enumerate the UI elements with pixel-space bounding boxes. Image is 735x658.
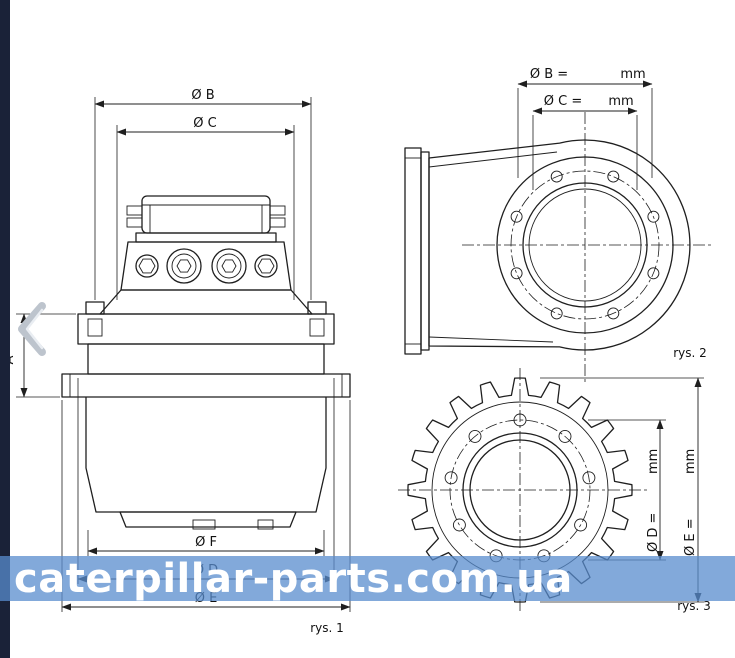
dim-unit-d-mm: mm bbox=[646, 449, 661, 474]
bolt-hole bbox=[647, 210, 660, 223]
bolt-hole bbox=[607, 170, 620, 183]
bolt-hole bbox=[510, 210, 523, 223]
sprocket-bolt-hole bbox=[558, 429, 572, 443]
dim-label-d-eq: Ø D = bbox=[646, 513, 661, 552]
figure-front-view: Ø B Ø C A Ø F Ø D Ø E rys. 1 bbox=[2, 88, 351, 635]
sidebar-strip bbox=[0, 0, 10, 658]
mounting-flange bbox=[404, 147, 422, 355]
dim-label-diameter-f: Ø F bbox=[195, 535, 217, 550]
side-view-outline bbox=[404, 112, 712, 384]
cap-bolt bbox=[269, 217, 286, 228]
dim-label-b-eq: Ø B = bbox=[530, 67, 568, 82]
sprocket-bolt-hole bbox=[582, 471, 596, 485]
flange-tab bbox=[85, 301, 105, 315]
figure2-caption: rys. 2 bbox=[673, 346, 707, 360]
figure1-caption: rys. 1 bbox=[310, 621, 344, 635]
dim-unit-c-mm: mm bbox=[608, 94, 633, 109]
flange-tab bbox=[307, 301, 327, 315]
bolt-hole bbox=[647, 267, 660, 280]
cap-bolt bbox=[126, 217, 143, 228]
sprocket-bolt-hole bbox=[468, 429, 482, 443]
bolt-hole bbox=[550, 170, 563, 183]
figure3-caption: rys. 3 bbox=[677, 599, 711, 613]
dim-unit-b-mm: mm bbox=[620, 67, 645, 82]
chevron-left-icon bbox=[18, 302, 46, 356]
dim-label-c-eq: Ø C = bbox=[544, 94, 582, 109]
front-view-outline bbox=[61, 195, 351, 530]
dim-label-diameter-c: Ø C bbox=[193, 116, 216, 131]
front-view-dimensions: Ø B Ø C A Ø F Ø D Ø E rys. 1 bbox=[2, 88, 351, 635]
dim-label-diameter-b: Ø B bbox=[191, 88, 214, 103]
carousel-prev-button[interactable] bbox=[12, 300, 52, 358]
side-view-dimensions: Ø B = mm Ø C = mm rys. 2 bbox=[517, 67, 707, 360]
bolt-hole bbox=[607, 307, 620, 320]
sprocket-dimensions: mm Ø D = mm Ø E = rys. 3 bbox=[540, 377, 711, 613]
sprocket-bolt-hole bbox=[444, 471, 458, 485]
hex-plug bbox=[135, 254, 159, 278]
dim-unit-e-mm: mm bbox=[683, 449, 698, 474]
cap-bolt bbox=[126, 205, 143, 216]
sprocket-bolt-hole bbox=[574, 518, 588, 532]
hex-plug bbox=[254, 254, 278, 278]
port-plug bbox=[166, 248, 202, 284]
bolt-hole bbox=[510, 267, 523, 280]
watermark-band: caterpillar-parts.com.ua bbox=[0, 555, 735, 602]
sprocket-bolt-hole bbox=[452, 518, 466, 532]
cap-bolt bbox=[269, 205, 286, 216]
bolt-hole bbox=[550, 307, 563, 320]
port-plug bbox=[211, 248, 247, 284]
watermark-text: caterpillar-parts.com.ua bbox=[14, 555, 573, 602]
dim-label-e-eq: Ø E = bbox=[683, 518, 698, 556]
figure-side-view: Ø B = mm Ø C = mm rys. 2 bbox=[404, 67, 712, 384]
